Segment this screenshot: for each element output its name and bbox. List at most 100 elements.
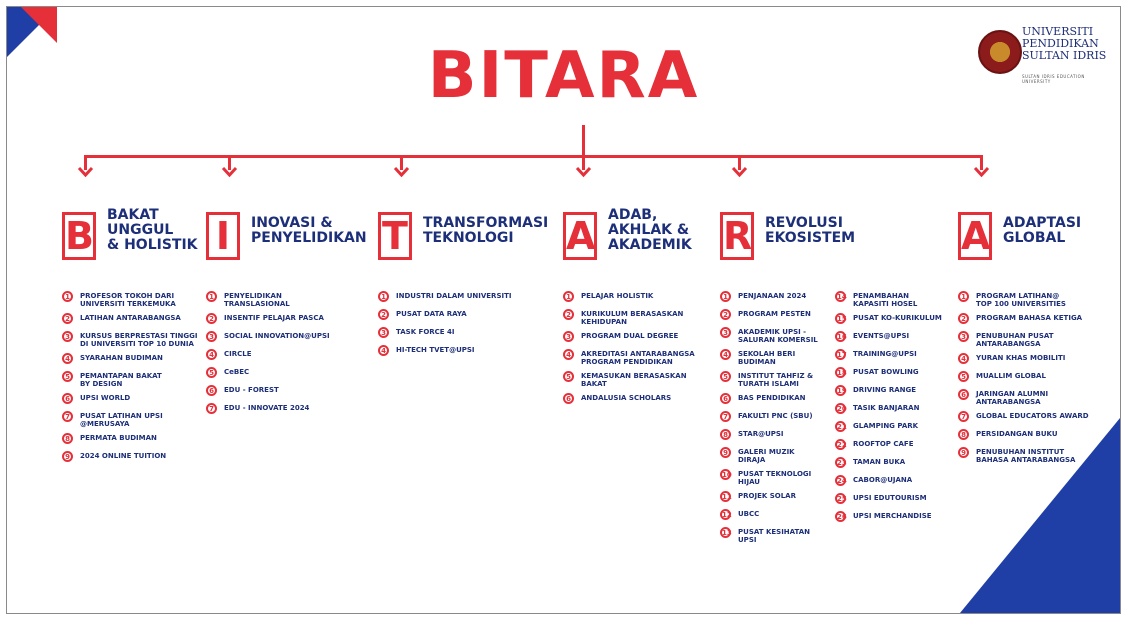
item-text: SOCIAL INNOVATION@UPSI xyxy=(224,332,330,340)
item-number-badge: 24 xyxy=(835,475,847,486)
pillar-title: BAKAT UNGGUL & HOLISTIK xyxy=(107,207,198,253)
item-number-badge: 8 xyxy=(62,433,73,444)
item-text: PENAMBAHAN KAPASITI HOSEL xyxy=(853,292,918,308)
item-text: PUSAT DATA RAYA xyxy=(396,310,467,318)
item-number-badge: 20 xyxy=(835,403,847,414)
connector-drop xyxy=(738,155,741,170)
item-number-badge: 21 xyxy=(835,421,847,432)
pillar-letter: I xyxy=(206,212,240,260)
item-text: CABOR@UJANA xyxy=(853,476,913,484)
pillar-title: TRANSFORMASI TEKNOLOGI xyxy=(423,215,549,246)
pillar-title: ADAPTASI GLOBAL xyxy=(1003,215,1082,246)
item-text: AKADEMIK UPSI - SALURAN KOMERSIL xyxy=(738,328,818,344)
page-title: BITARA xyxy=(427,39,700,113)
item-number-badge: 25 xyxy=(835,493,847,504)
item-text: PROJEK SOLAR xyxy=(738,492,796,500)
item-text: PENYELIDIKAN TRANSLASIONAL xyxy=(224,292,290,308)
item-text: AKREDITASI ANTARABANGSA PROGRAM PENDIDIK… xyxy=(581,350,695,366)
item-text: INSTITUT TAHFIZ & TURATH ISLAMI xyxy=(738,372,814,388)
pillar-title: REVOLUSI EKOSISTEM xyxy=(765,215,856,246)
item-text: MUALLIM GLOBAL xyxy=(976,372,1046,380)
item-text: PUSAT LATIHAN UPSI @MERUSAYA xyxy=(80,412,163,428)
item-number-badge: 4 xyxy=(62,353,73,364)
item-text: JARINGAN ALUMNI ANTARABANGSA xyxy=(976,390,1049,406)
item-text: TASIK BANJARAN xyxy=(853,404,920,412)
connector-drop xyxy=(228,155,231,170)
item-text: PUSAT TEKNOLOGI HIJAU xyxy=(738,470,812,486)
item-number-badge: 17 xyxy=(835,349,847,360)
connector-drop xyxy=(400,155,403,170)
item-text: PROGRAM LATIHAN@ TOP 100 UNIVERSITIES xyxy=(976,292,1066,308)
item-number-badge: 23 xyxy=(835,457,847,468)
university-seal-icon xyxy=(978,30,1022,74)
item-text: PROGRAM PESTEN xyxy=(738,310,811,318)
item-text: YURAN KHAS MOBILITI xyxy=(976,354,1066,362)
connector-drop xyxy=(84,155,87,170)
connector-trunk xyxy=(582,125,585,157)
chevron-down-icon xyxy=(393,166,411,184)
item-number-badge: 6 xyxy=(720,393,731,404)
connector-drop xyxy=(582,155,585,170)
item-number-badge: 2 xyxy=(206,313,217,324)
connector-bar xyxy=(84,155,983,158)
corner-decoration-bottom-right xyxy=(960,418,1120,613)
item-number-badge: 9 xyxy=(958,447,969,458)
item-number-badge: 5 xyxy=(958,371,969,382)
item-text: 2024 ONLINE TUITION xyxy=(80,452,167,460)
item-number-badge: 3 xyxy=(958,331,969,342)
item-number-badge: 4 xyxy=(206,349,217,360)
item-text: PUSAT BOWLING xyxy=(853,368,919,376)
item-number-badge: 6 xyxy=(563,393,574,404)
connector-drop xyxy=(980,155,983,170)
pillar-letter: A xyxy=(563,212,597,260)
item-number-badge: 1 xyxy=(563,291,574,302)
logo-line-1: UNIVERSITI xyxy=(1022,25,1094,38)
item-number-badge: 1 xyxy=(720,291,731,302)
item-text: INSENTIF PELAJAR PASCA xyxy=(224,314,324,322)
item-number-badge: 2 xyxy=(62,313,73,324)
item-number-badge: 6 xyxy=(62,393,73,404)
list-item: 2 INSENTIF PELAJAR PASCA xyxy=(206,313,330,324)
item-number-badge: 16 xyxy=(835,331,847,342)
item-text: UPSI EDUTOURISM xyxy=(853,494,927,502)
item-text: TAMAN BUKA xyxy=(853,458,906,466)
item-number-badge: 3 xyxy=(62,331,73,342)
item-number-badge: 3 xyxy=(563,331,574,342)
chevron-down-icon xyxy=(973,166,991,184)
item-text: UBCC xyxy=(738,510,760,518)
chevron-down-icon xyxy=(731,166,749,184)
item-text: PUSAT KO-KURIKULUM xyxy=(853,314,942,322)
item-text: PROFESOR TOKOH DARI UNIVERSITI TERKEMUKA xyxy=(80,292,176,308)
item-text: PROGRAM DUAL DEGREE xyxy=(581,332,679,340)
item-text: EDU - INNOVATE 2024 xyxy=(224,404,310,412)
item-number-badge: 2 xyxy=(563,309,574,320)
item-text: UPSI MERCHANDISE xyxy=(853,512,932,520)
item-number-badge: 13 xyxy=(720,527,732,538)
item-number-badge: 7 xyxy=(720,411,731,422)
